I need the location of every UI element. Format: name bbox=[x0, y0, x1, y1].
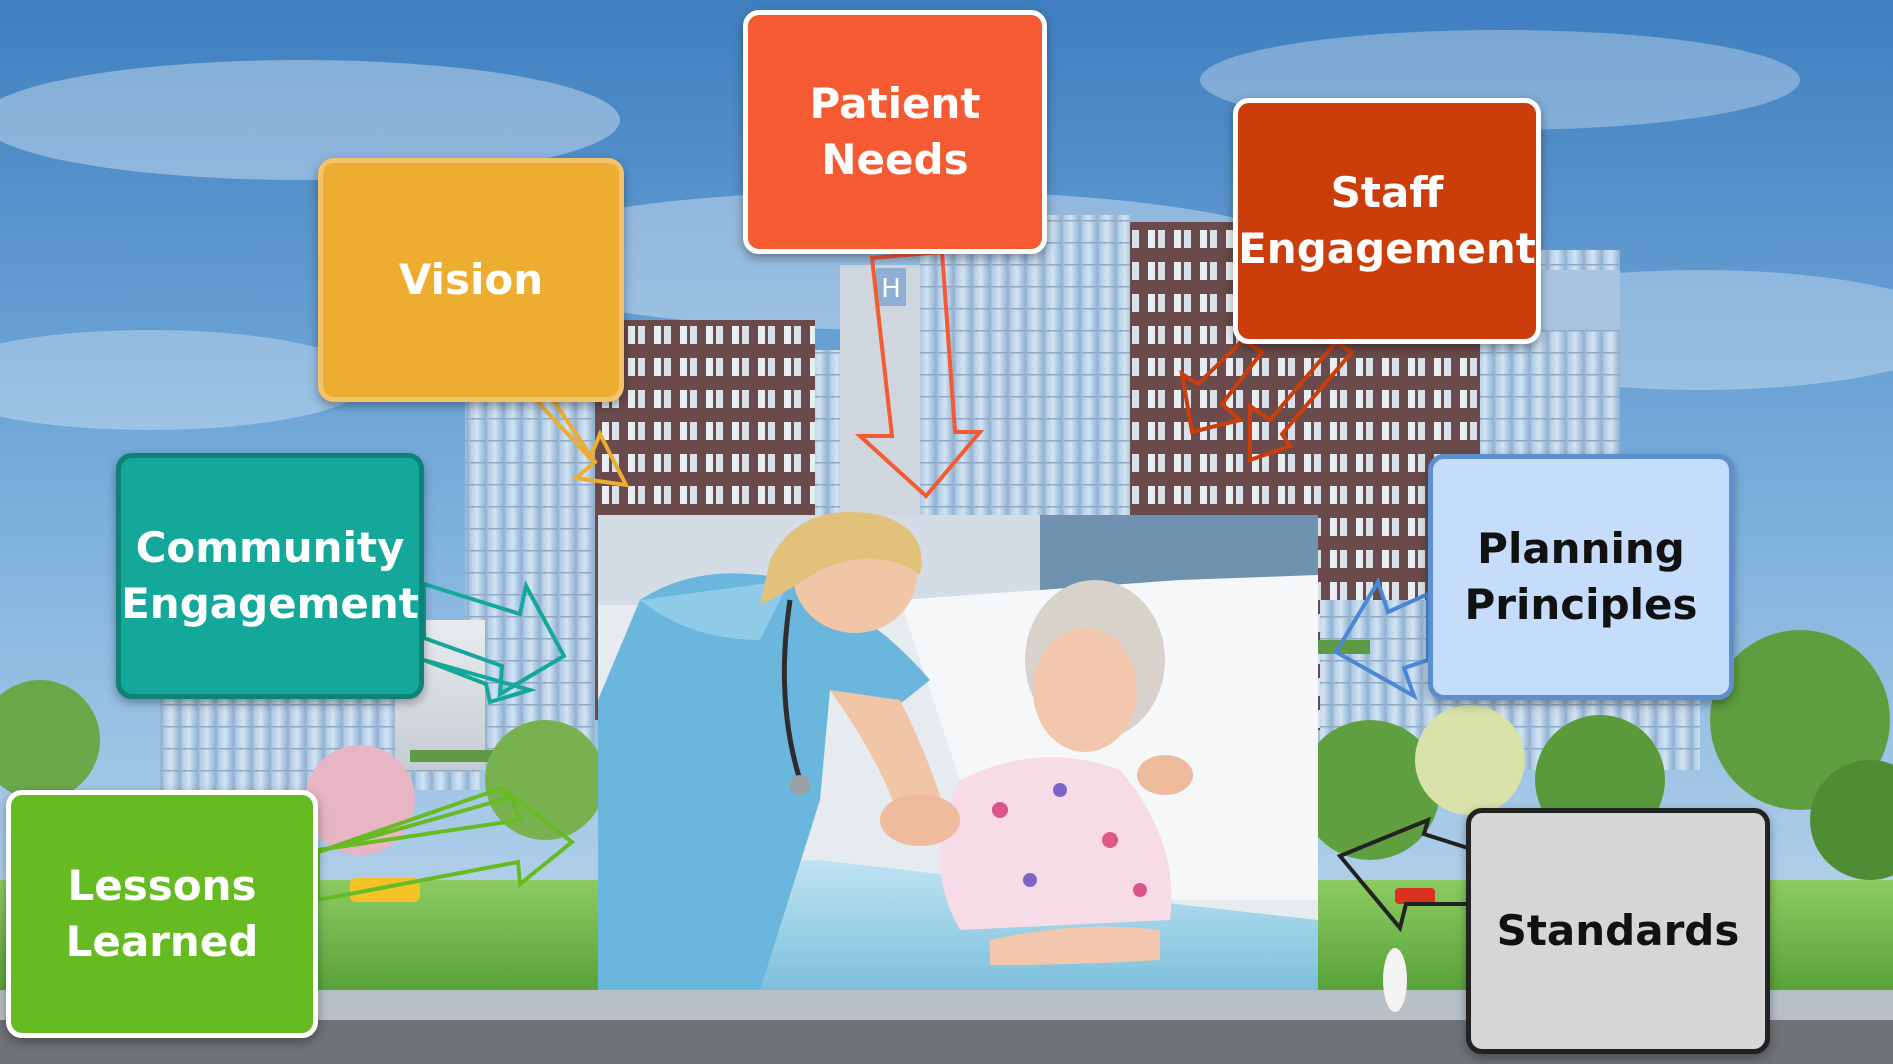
lessons-learned-label: Lessons Learned bbox=[65, 861, 259, 966]
arrow-staff-engagement-right bbox=[1248, 339, 1356, 463]
arrow-patient-needs bbox=[854, 249, 985, 499]
staff-engagement-box: Staff Engagement bbox=[1233, 98, 1541, 344]
arrow-standards bbox=[1336, 816, 1470, 933]
community-engagement-label: Community Engagement bbox=[121, 523, 419, 628]
patient-needs-box: Patient Needs bbox=[743, 10, 1047, 254]
planning-principles-box: Planning Principles bbox=[1428, 454, 1734, 700]
arrow-planning-principles bbox=[1333, 577, 1430, 701]
lessons-learned-box: Lessons Learned bbox=[6, 790, 318, 1038]
standards-box: Standards bbox=[1466, 808, 1770, 1054]
community-engagement-box: Community Engagement bbox=[116, 453, 424, 699]
arrow-community-left bbox=[422, 580, 567, 698]
arrow-lessons-learned bbox=[316, 788, 576, 903]
patient-needs-label: Patient Needs bbox=[809, 79, 981, 184]
standards-label: Standards bbox=[1496, 906, 1740, 955]
staff-engagement-label: Staff Engagement bbox=[1238, 168, 1536, 273]
arrow-lessons-learned-upper bbox=[317, 785, 512, 854]
arrow-staff-engagement-left bbox=[1179, 337, 1265, 435]
vision-label: Vision bbox=[398, 255, 544, 304]
svg-text:H: H bbox=[881, 274, 901, 304]
nurse-patient-photo bbox=[598, 512, 1318, 990]
planning-principles-label: Planning Principles bbox=[1464, 524, 1698, 629]
arrow-community-bottom bbox=[423, 658, 538, 705]
vision-box: Vision bbox=[318, 158, 624, 402]
